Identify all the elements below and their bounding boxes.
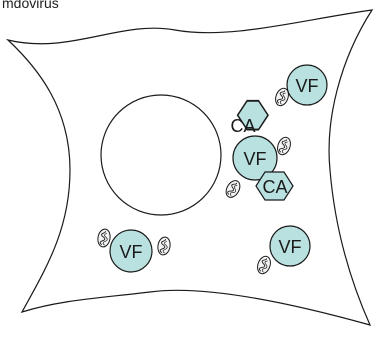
mitochondrion-icon [96, 227, 112, 249]
vf-circle-lower-left: VF [109, 229, 153, 273]
ca-hexagon-top: CA [230, 99, 269, 136]
nucleus-circle [100, 94, 222, 216]
mitochondrion-icon [222, 177, 244, 201]
vf-label-lower-left: VF [119, 242, 142, 262]
ca-hexagon-bottom: CA [255, 171, 294, 201]
vf-circle-upper-right: VF [286, 64, 328, 106]
vf-label-upper-right: VF [295, 76, 318, 96]
ca-label-bottom: CA [262, 177, 287, 197]
mitochondrion-icon [274, 134, 294, 158]
ca-label-top: CA [230, 116, 255, 136]
mitochondrion-icon [254, 253, 274, 277]
vf-circle-center: VF [232, 135, 278, 181]
cell-membrane [5, 9, 374, 326]
header-text: mdovirus [2, 0, 59, 11]
vf-label-lower-right: VF [278, 237, 301, 257]
vf-circle-lower-right: VF [269, 225, 311, 267]
vf-label-center: VF [243, 149, 266, 169]
mitochondrion-icon [156, 235, 172, 257]
